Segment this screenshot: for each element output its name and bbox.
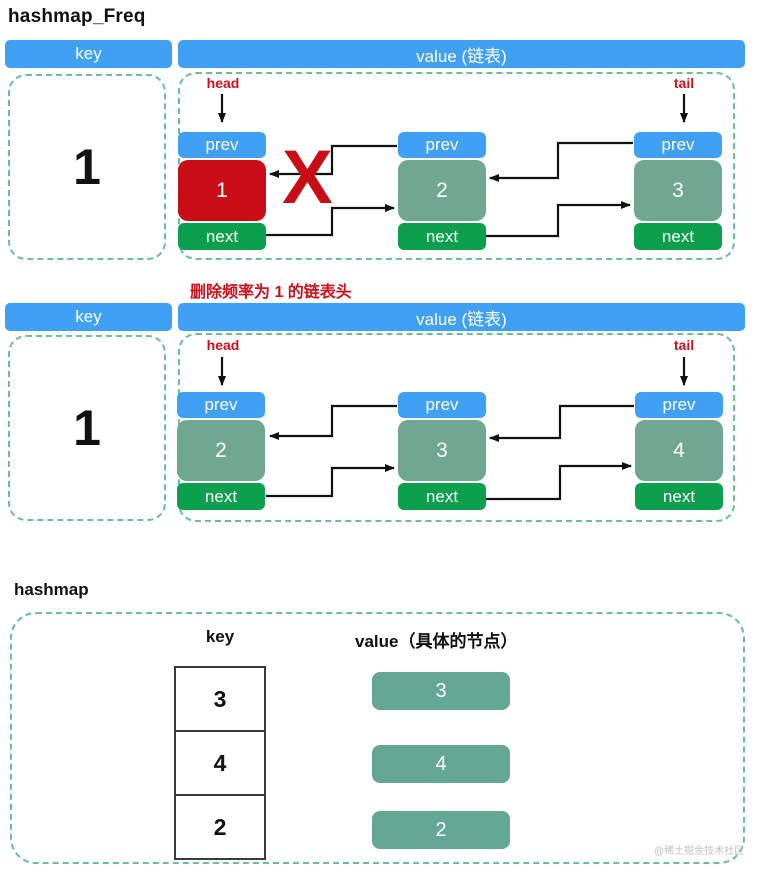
prev-pointer: prev: [178, 132, 266, 158]
hashmap-value-node: 3: [372, 672, 510, 710]
hashmap-value-header: value（具体的节点）: [355, 632, 518, 651]
prev-pointer: prev: [634, 132, 722, 158]
next-pointer: next: [634, 223, 722, 250]
freq1-key-header: key: [5, 40, 172, 68]
freq2-key-value: 1: [73, 400, 101, 456]
freq1-value-header: value (链表): [178, 40, 745, 68]
next-pointer: next: [635, 483, 723, 510]
list-node-3b: prev 3 next: [398, 392, 486, 510]
node-value: 3: [398, 420, 486, 481]
hashmap-key-cell: 3: [213, 685, 227, 712]
list-node-4b: prev 4 next: [635, 392, 723, 510]
head-label-row1: head: [206, 75, 240, 91]
hashmap-value-node: 4: [372, 745, 510, 783]
next-pointer: next: [398, 483, 486, 510]
freq2-value-header: value (链表): [178, 303, 745, 331]
hashmap-key-cell: 2: [176, 794, 264, 858]
list-node-2b: prev 2 next: [177, 392, 265, 510]
prev-pointer: prev: [635, 392, 723, 418]
page-title: hashmap_Freq: [8, 6, 146, 27]
freq1-key-box: 1: [8, 74, 166, 260]
prev-pointer: prev: [177, 392, 265, 418]
delete-x-mark: X: [282, 135, 333, 220]
tail-label-row2: tail: [673, 337, 695, 353]
prev-pointer: prev: [398, 132, 486, 158]
freq1-key-value: 1: [73, 139, 101, 195]
node-value: 3: [634, 160, 722, 221]
hashmap-title: hashmap: [14, 580, 89, 599]
watermark: @稀土掘金技术社区: [654, 846, 745, 857]
hashmap-key-column: 3 4 2: [174, 666, 266, 860]
list-node-3: prev 3 next: [634, 132, 722, 250]
list-node-2: prev 2 next: [398, 132, 486, 250]
node-value: 4: [635, 420, 723, 481]
freq2-key-box: 1: [8, 335, 166, 521]
prev-pointer: prev: [398, 392, 486, 418]
hashmap-value-node: 2: [372, 811, 510, 849]
freq2-key-header: key: [5, 303, 172, 331]
hashmap-key-cell: 4: [176, 730, 264, 794]
next-pointer: next: [178, 223, 266, 250]
node-value: 1: [178, 160, 266, 221]
hashmap-key-header: key: [205, 627, 235, 646]
tail-label-row1: tail: [673, 75, 695, 91]
list-node-1: prev 1 next: [178, 132, 266, 250]
node-value: 2: [177, 420, 265, 481]
node-value: 2: [398, 160, 486, 221]
head-label-row2: head: [206, 337, 240, 353]
next-pointer: next: [398, 223, 486, 250]
hashmap-box: [10, 612, 745, 864]
next-pointer: next: [177, 483, 265, 510]
delete-caption: 删除频率为 1 的链表头: [190, 284, 352, 301]
